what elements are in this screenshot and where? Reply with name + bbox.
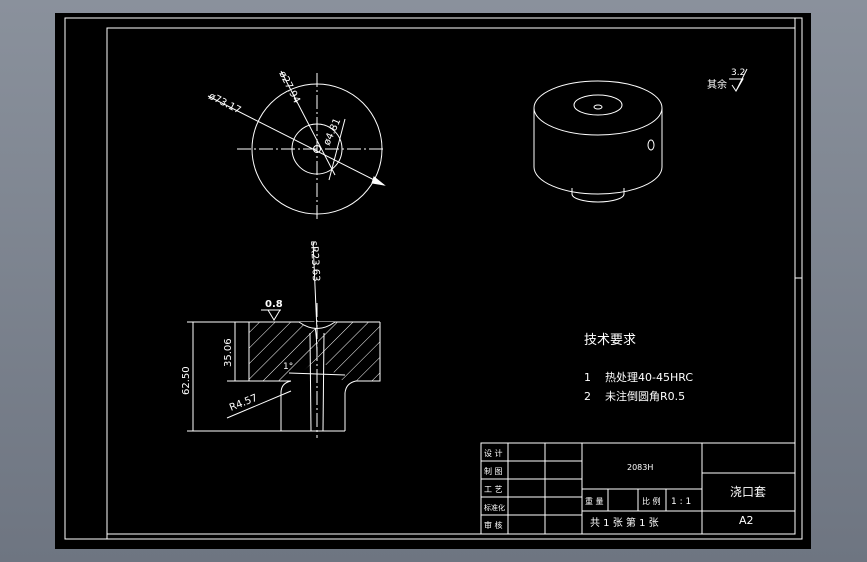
- surface-general-value: 3.2: [731, 68, 745, 78]
- tb-sheets: 共 1 张 第 1 张: [590, 516, 659, 529]
- tech-item-1-text: 热处理40-45HRC: [605, 371, 693, 384]
- cad-viewport[interactable]: ø73.17 ø27.94 ø4.81 其余 3.2: [55, 13, 811, 549]
- dim-height-total: 62.50: [181, 366, 192, 395]
- roughness-top: 0.8: [265, 299, 283, 310]
- roughness-symbol: [729, 68, 748, 92]
- drawing-canvas: ø73.17 ø27.94 ø4.81 其余 3.2: [64, 17, 803, 540]
- tb-scale-label: 比 例: [642, 496, 661, 506]
- tb-weight-label: 重 量: [585, 496, 604, 506]
- tb-draw: 制 图: [484, 466, 503, 476]
- right-hatch: [318, 322, 380, 381]
- tb-standard: 标准化: [484, 503, 505, 512]
- tech-title: 技术要求: [584, 333, 636, 348]
- top-view: [207, 70, 386, 219]
- dim-height-upper: 35.06: [223, 338, 234, 367]
- iso-view: [533, 80, 663, 203]
- tech-item-1-num: 1: [584, 371, 591, 384]
- dim-taper: 1°: [283, 362, 293, 372]
- title-block: [480, 442, 796, 535]
- dim-outer-dia: ø73.17: [207, 91, 243, 117]
- tb-part-name: 浇口套: [730, 485, 766, 499]
- dim-hole-dia: ø4.81: [322, 117, 344, 147]
- sheet-inner-border: [106, 27, 796, 535]
- dim-sphere-radius: sR23.63: [308, 241, 321, 282]
- tech-item-2-num: 2: [584, 390, 591, 403]
- tb-drawing-no: 2083H: [627, 463, 653, 472]
- tb-process: 工 艺: [484, 485, 503, 494]
- tb-scale-value: 1 : 1: [671, 497, 691, 507]
- tech-item-2-text: 未注倒圆角R0.5: [605, 389, 685, 403]
- sheet-outer-border: [64, 17, 803, 540]
- surface-general-label: 其余: [707, 78, 727, 91]
- dim-inner-dia: ø27.94: [276, 69, 302, 105]
- tb-material: A2: [739, 514, 754, 527]
- tb-design: 设 计: [484, 448, 503, 458]
- tb-approve: 审 核: [484, 520, 503, 530]
